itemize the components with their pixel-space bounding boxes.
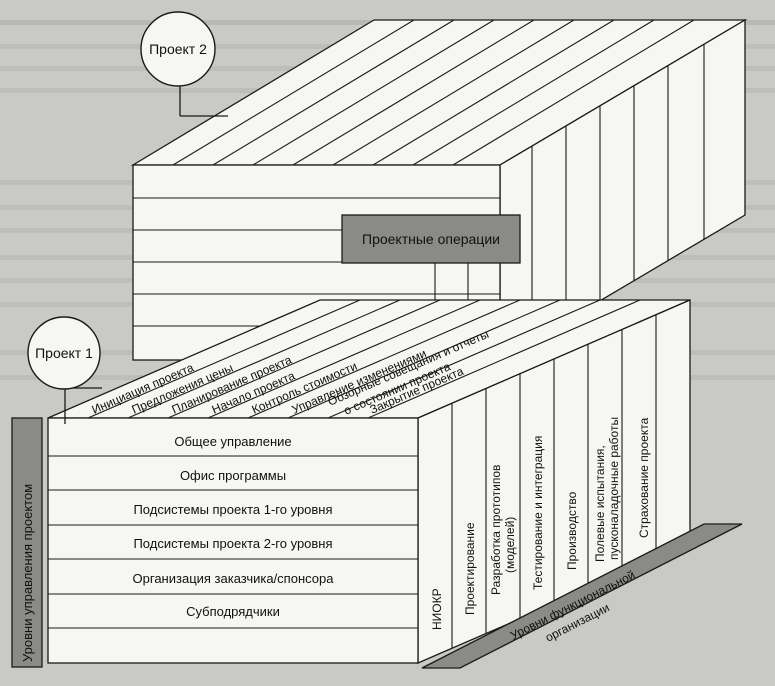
level-general-management: Общее управление xyxy=(174,434,291,449)
function-design: Проектирование xyxy=(463,522,477,615)
project-2-top-stripes xyxy=(172,19,695,166)
function-testing: Тестирование и интеграция xyxy=(531,436,545,590)
level-subsystems-2: Подсистемы проекта 2-го уровня xyxy=(133,536,332,551)
function-production: Производство xyxy=(565,491,579,570)
project-1-front-face xyxy=(47,417,419,664)
function-field-tests-cont: пусконаладочные работы xyxy=(607,417,621,560)
level-subcontractors: Субподрядчики xyxy=(186,604,280,619)
function-prototypes-cont: (моделей) xyxy=(503,517,517,573)
level-program-office: Офис программы xyxy=(180,468,286,483)
management-levels: Общее управление Офис программы Подсисте… xyxy=(133,434,335,619)
project-1-label: Проект 1 xyxy=(35,345,93,361)
level-customer-sponsor: Организация заказчика/спонсора xyxy=(133,571,335,586)
project-2-bubble: Проект 2 xyxy=(140,11,228,117)
functional-units: НИОКР Проектирование Разработка прототип… xyxy=(430,417,651,630)
function-insurance: Страхование проекта xyxy=(637,417,651,538)
level-subsystems-1: Подсистемы проекта 1-го уровня xyxy=(133,502,332,517)
management-levels-side-bar: Уровни управления проектом xyxy=(11,417,43,668)
project-1-right-stripes xyxy=(451,315,657,648)
project-1-top-stripes xyxy=(87,299,641,419)
project-2-label: Проект 2 xyxy=(149,41,207,57)
function-field-tests: Полевые испытания, xyxy=(593,445,607,562)
project-1-front-rows xyxy=(48,455,418,629)
project-operations-box: Проектные операции xyxy=(341,214,521,264)
function-rnd: НИОКР xyxy=(430,588,444,630)
project-1-bubble: Проект 1 xyxy=(27,316,102,424)
project-operations-label: Проектные операции xyxy=(362,231,500,247)
function-prototypes: Разработка прототипов xyxy=(489,465,503,595)
management-levels-side-label: Уровни управления проектом xyxy=(20,484,35,662)
